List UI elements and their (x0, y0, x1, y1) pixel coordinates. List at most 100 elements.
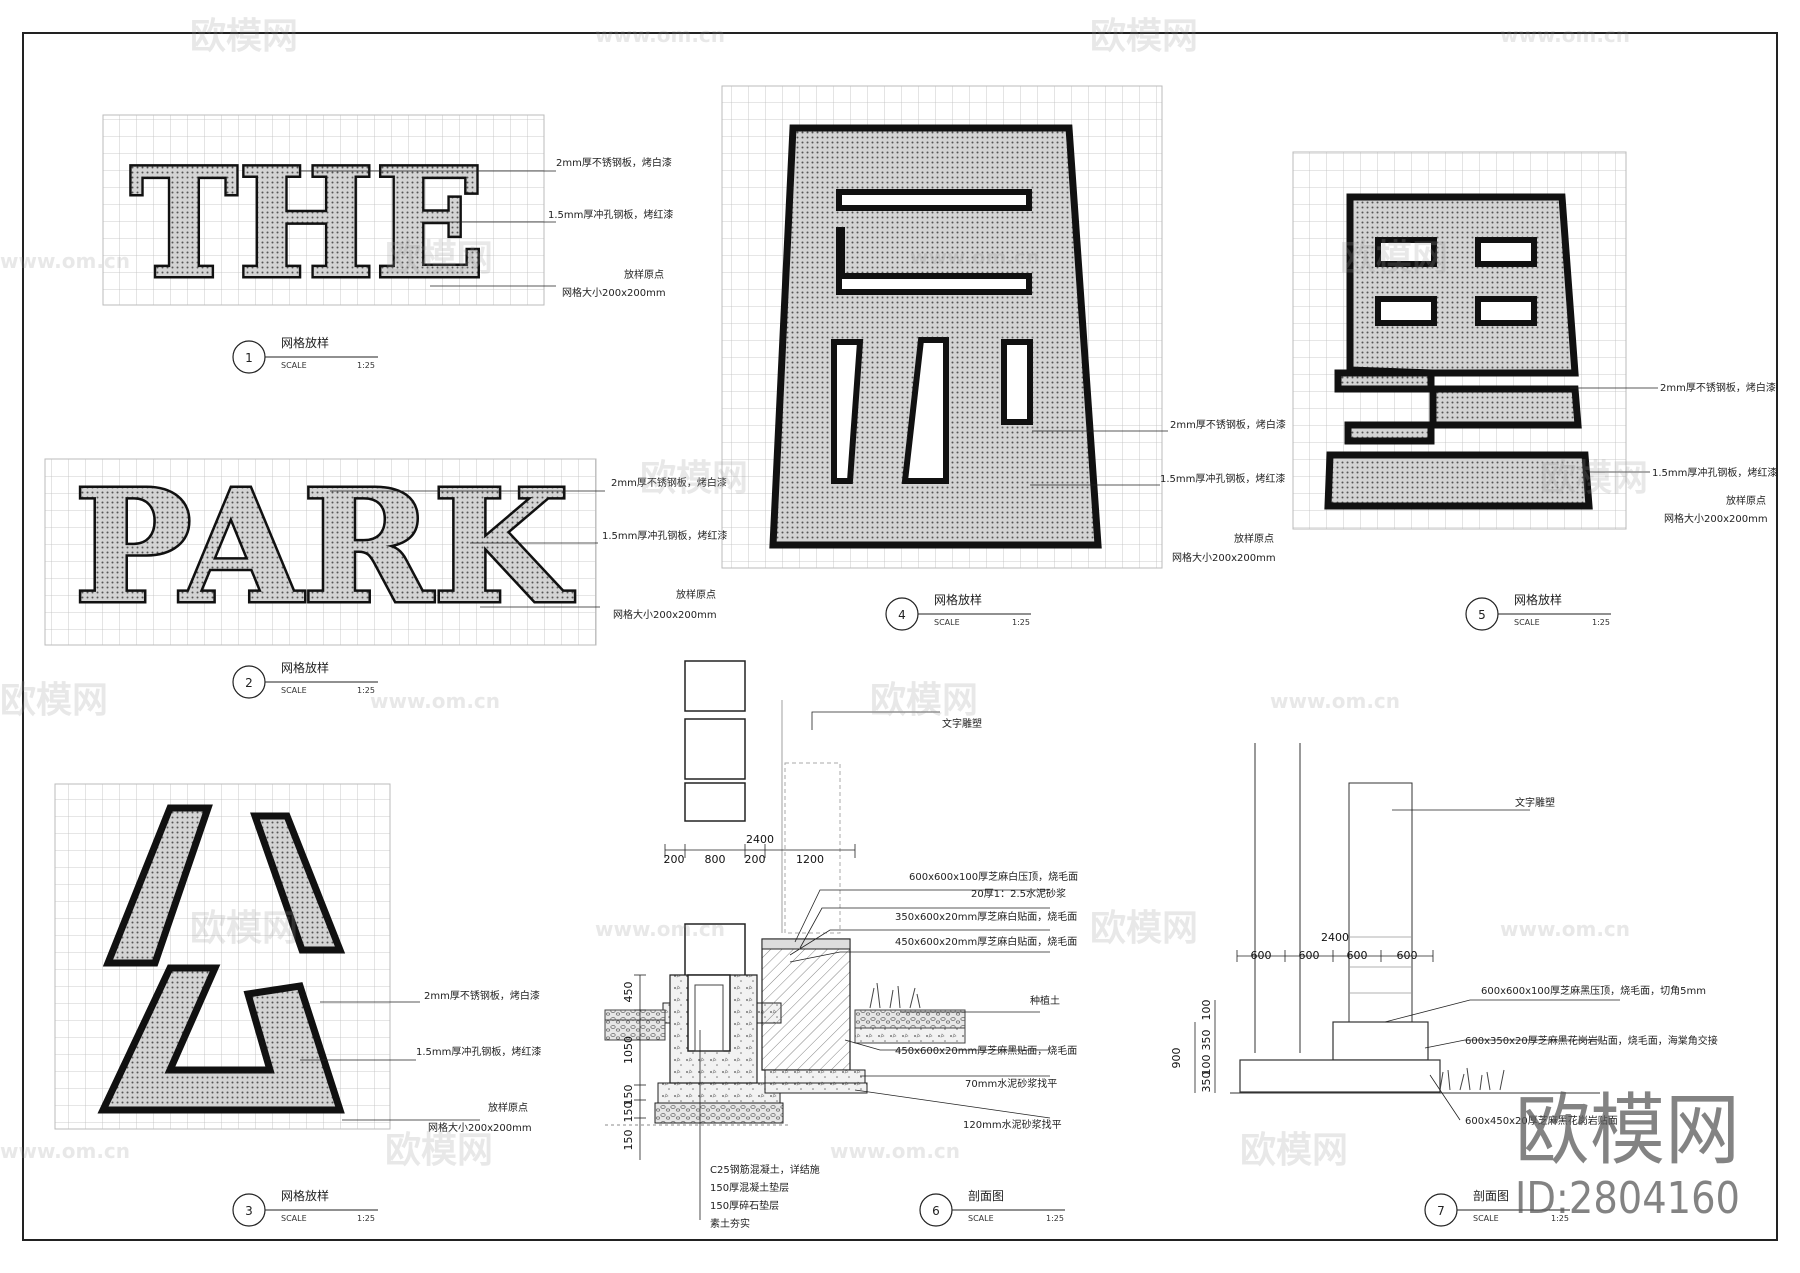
detail-1-the: THE 2mm厚不锈钢板，烤白漆 1.5mm厚冲孔钢板，烤红漆 放样原点 网格大… (102, 114, 673, 374)
dim-7-seg-4: 600 (1397, 949, 1418, 962)
watermark-brand-8: 欧模网 (870, 680, 978, 721)
dim-7-v-3: 100 (1200, 1055, 1213, 1076)
callout-5a: 2mm厚不锈钢板，烤白漆 (1660, 381, 1776, 394)
detail-scale-label-6: SCALE (968, 1214, 994, 1223)
watermark-brand-7: 欧模网 (0, 680, 108, 721)
note-6-8: 70mm水泥砂浆找平 (965, 1077, 1057, 1090)
detail-number-5: 5 (1478, 608, 1486, 622)
detail-scale-1: 1:25 (357, 361, 375, 370)
dim-7-seg-1: 600 (1251, 949, 1272, 962)
watermark-site-1: www.om.cn (595, 23, 725, 47)
glyph-4-slot-4 (901, 337, 949, 484)
detail-scale-label-5: SCALE (1514, 618, 1540, 627)
callout-5d: 网格大小200x200mm (1664, 512, 1768, 525)
callout-4c: 放样原点 (1234, 532, 1274, 545)
note-6-1: 文字雕塑 (942, 717, 982, 730)
note-6-13: 素土夯实 (710, 1217, 750, 1230)
glyph-4-slot-3 (831, 339, 864, 484)
note-7-3: 600x350x20厚芝麻黑花岗岩贴面，烧毛面，海棠角交接 (1465, 1034, 1718, 1047)
detail-scale-label-7: SCALE (1473, 1214, 1499, 1223)
detail-title-6: 剖面图 (968, 1189, 1004, 1203)
detail-number-7: 7 (1437, 1204, 1445, 1218)
dim-7-v-1: 100 (1200, 1000, 1213, 1021)
sheet-border (22, 32, 1778, 1241)
dim-7-seg-3: 600 (1347, 949, 1368, 962)
dim-7-total: 2400 (1321, 931, 1349, 944)
dim-7-seg-2: 600 (1299, 949, 1320, 962)
detail-title-5: 网格放样 (1514, 592, 1562, 607)
watermark-brand-9: 欧模网 (190, 908, 298, 949)
detail-4-glyph: 2mm厚不锈钢板，烤白漆 1.5mm厚冲孔钢板，烤红漆 放样原点 网格大小200… (721, 85, 1286, 631)
glyph-5-window-3 (1375, 296, 1437, 326)
dim-7-v-2: 350 (1200, 1030, 1213, 1051)
callout-5c: 放样原点 (1726, 494, 1766, 507)
dim-6-total: 2400 (746, 833, 774, 846)
detail-scale-5: 1:25 (1592, 618, 1610, 627)
note-6-6: 种植土 (1030, 994, 1060, 1007)
note-6-11: 150厚混凝土垫层 (710, 1181, 789, 1194)
detail-scale-6: 1:25 (1046, 1214, 1064, 1223)
detail-number-3: 3 (245, 1204, 253, 1218)
callout-1b: 1.5mm厚冲孔钢板，烤红漆 (548, 208, 673, 221)
note-7-1: 文字雕塑 (1515, 796, 1555, 809)
watermark-brand-3: 欧模网 (385, 238, 493, 279)
detail-number-1: 1 (245, 351, 253, 365)
watermark-id: ID:2804160 (1515, 1173, 1740, 1224)
watermark-site-4: www.om.cn (910, 245, 1040, 269)
detail-label-3: 3 网格放样 SCALE 1:25 (232, 1188, 378, 1227)
dim-6-seg-3: 200 (745, 853, 766, 866)
glyph-5-base (1324, 451, 1593, 510)
detail-scale-label-1: SCALE (281, 361, 307, 370)
note-6-7: 450x600x20mm厚芝麻黑贴面，烧毛面 (895, 1044, 1077, 1057)
detail-label-7: 7 剖面图 SCALE 1:25 (1424, 1189, 1570, 1227)
callout-2a: 2mm厚不锈钢板，烤白漆 (611, 476, 727, 489)
watermark-brand-4: 欧模网 (1340, 238, 1448, 279)
glyph-3-stroke-left (102, 804, 213, 967)
watermark-site-2: www.om.cn (1500, 23, 1630, 47)
detail-7-section: 2400 600 600 600 600 100 350 100 350 900… (1170, 743, 1718, 1227)
detail-number-6: 6 (932, 1204, 940, 1218)
watermark-brand-2: 欧模网 (1090, 16, 1198, 57)
detail-label-5: 5 网格放样 SCALE 1:25 (1465, 592, 1611, 631)
note-6-2: 600x600x100厚芝麻白压顶，烧毛面 (909, 870, 1078, 883)
detail-scale-7: 1:25 (1551, 1214, 1569, 1223)
callout-4d: 网格大小200x200mm (1172, 551, 1276, 564)
callout-3c: 放样原点 (488, 1101, 528, 1114)
watermark-brand-10: 欧模网 (1090, 908, 1198, 949)
detail-title-7: 剖面图 (1473, 1189, 1509, 1203)
callout-3a: 2mm厚不锈钢板，烤白漆 (424, 989, 540, 1002)
watermark-layer: 欧模网 欧模网 www.om.cn www.om.cn 欧模网 欧模网 www.… (0, 16, 1740, 1224)
dim-7-v-4: 350 (1200, 1072, 1213, 1093)
detail-scale-2: 1:25 (357, 686, 375, 695)
dim-6-v-3: 150 (622, 1085, 635, 1106)
detail-scale-label-3: SCALE (281, 1214, 307, 1223)
callout-1d: 网格大小200x200mm (562, 286, 666, 299)
detail-label-2: 2 网格放样 SCALE 1:25 (232, 660, 378, 699)
callout-2b: 1.5mm厚冲孔钢板，烤红漆 (602, 529, 727, 542)
watermark-site-5: www.om.cn (370, 689, 500, 713)
watermark-site-3: www.om.cn (0, 249, 130, 273)
watermark-site-9: www.om.cn (0, 1139, 130, 1163)
note-7-2: 600x600x100厚芝麻黑压顶，烧毛面，切角5mm (1481, 984, 1706, 997)
watermark-brand-12: 欧模网 (1240, 1130, 1348, 1171)
note-6-9: 120mm水泥砂浆找平 (963, 1118, 1062, 1131)
callout-3b: 1.5mm厚冲孔钢板，烤红漆 (416, 1045, 541, 1058)
dim-6-v-2: 1050 (622, 1036, 635, 1064)
glyph-4-slot-2 (836, 227, 1032, 295)
detail-number-4: 4 (898, 608, 906, 622)
detail-title-3: 网格放样 (281, 1188, 329, 1203)
dim-7-v-5: 900 (1170, 1048, 1183, 1069)
watermark-brand-5: 欧模网 (640, 458, 748, 499)
glyph-3-stroke-base (97, 964, 345, 1114)
note-6-10: C25钢筋混凝土，详结施 (710, 1163, 820, 1176)
callout-2c: 放样原点 (676, 588, 716, 601)
detail-2-park: PARK 2mm厚不锈钢板，烤白漆 1.5mm厚冲孔钢板，烤红漆 放样原点 网格… (44, 453, 727, 699)
dim-6-v-4: 150 (622, 1102, 635, 1123)
watermark-brand-1: 欧模网 (190, 16, 298, 57)
detail-label-4: 4 网格放样 SCALE 1:25 (885, 592, 1031, 631)
detail-5-glyph: 2mm厚不锈钢板，烤白漆 1.5mm厚冲孔钢板，烤红漆 放样原点 网格大小200… (1292, 151, 1777, 631)
callout-1c: 放样原点 (624, 268, 664, 281)
detail-label-1: 1 网格放样 SCALE 1:25 (232, 335, 378, 374)
letters-park: PARK (74, 455, 574, 638)
